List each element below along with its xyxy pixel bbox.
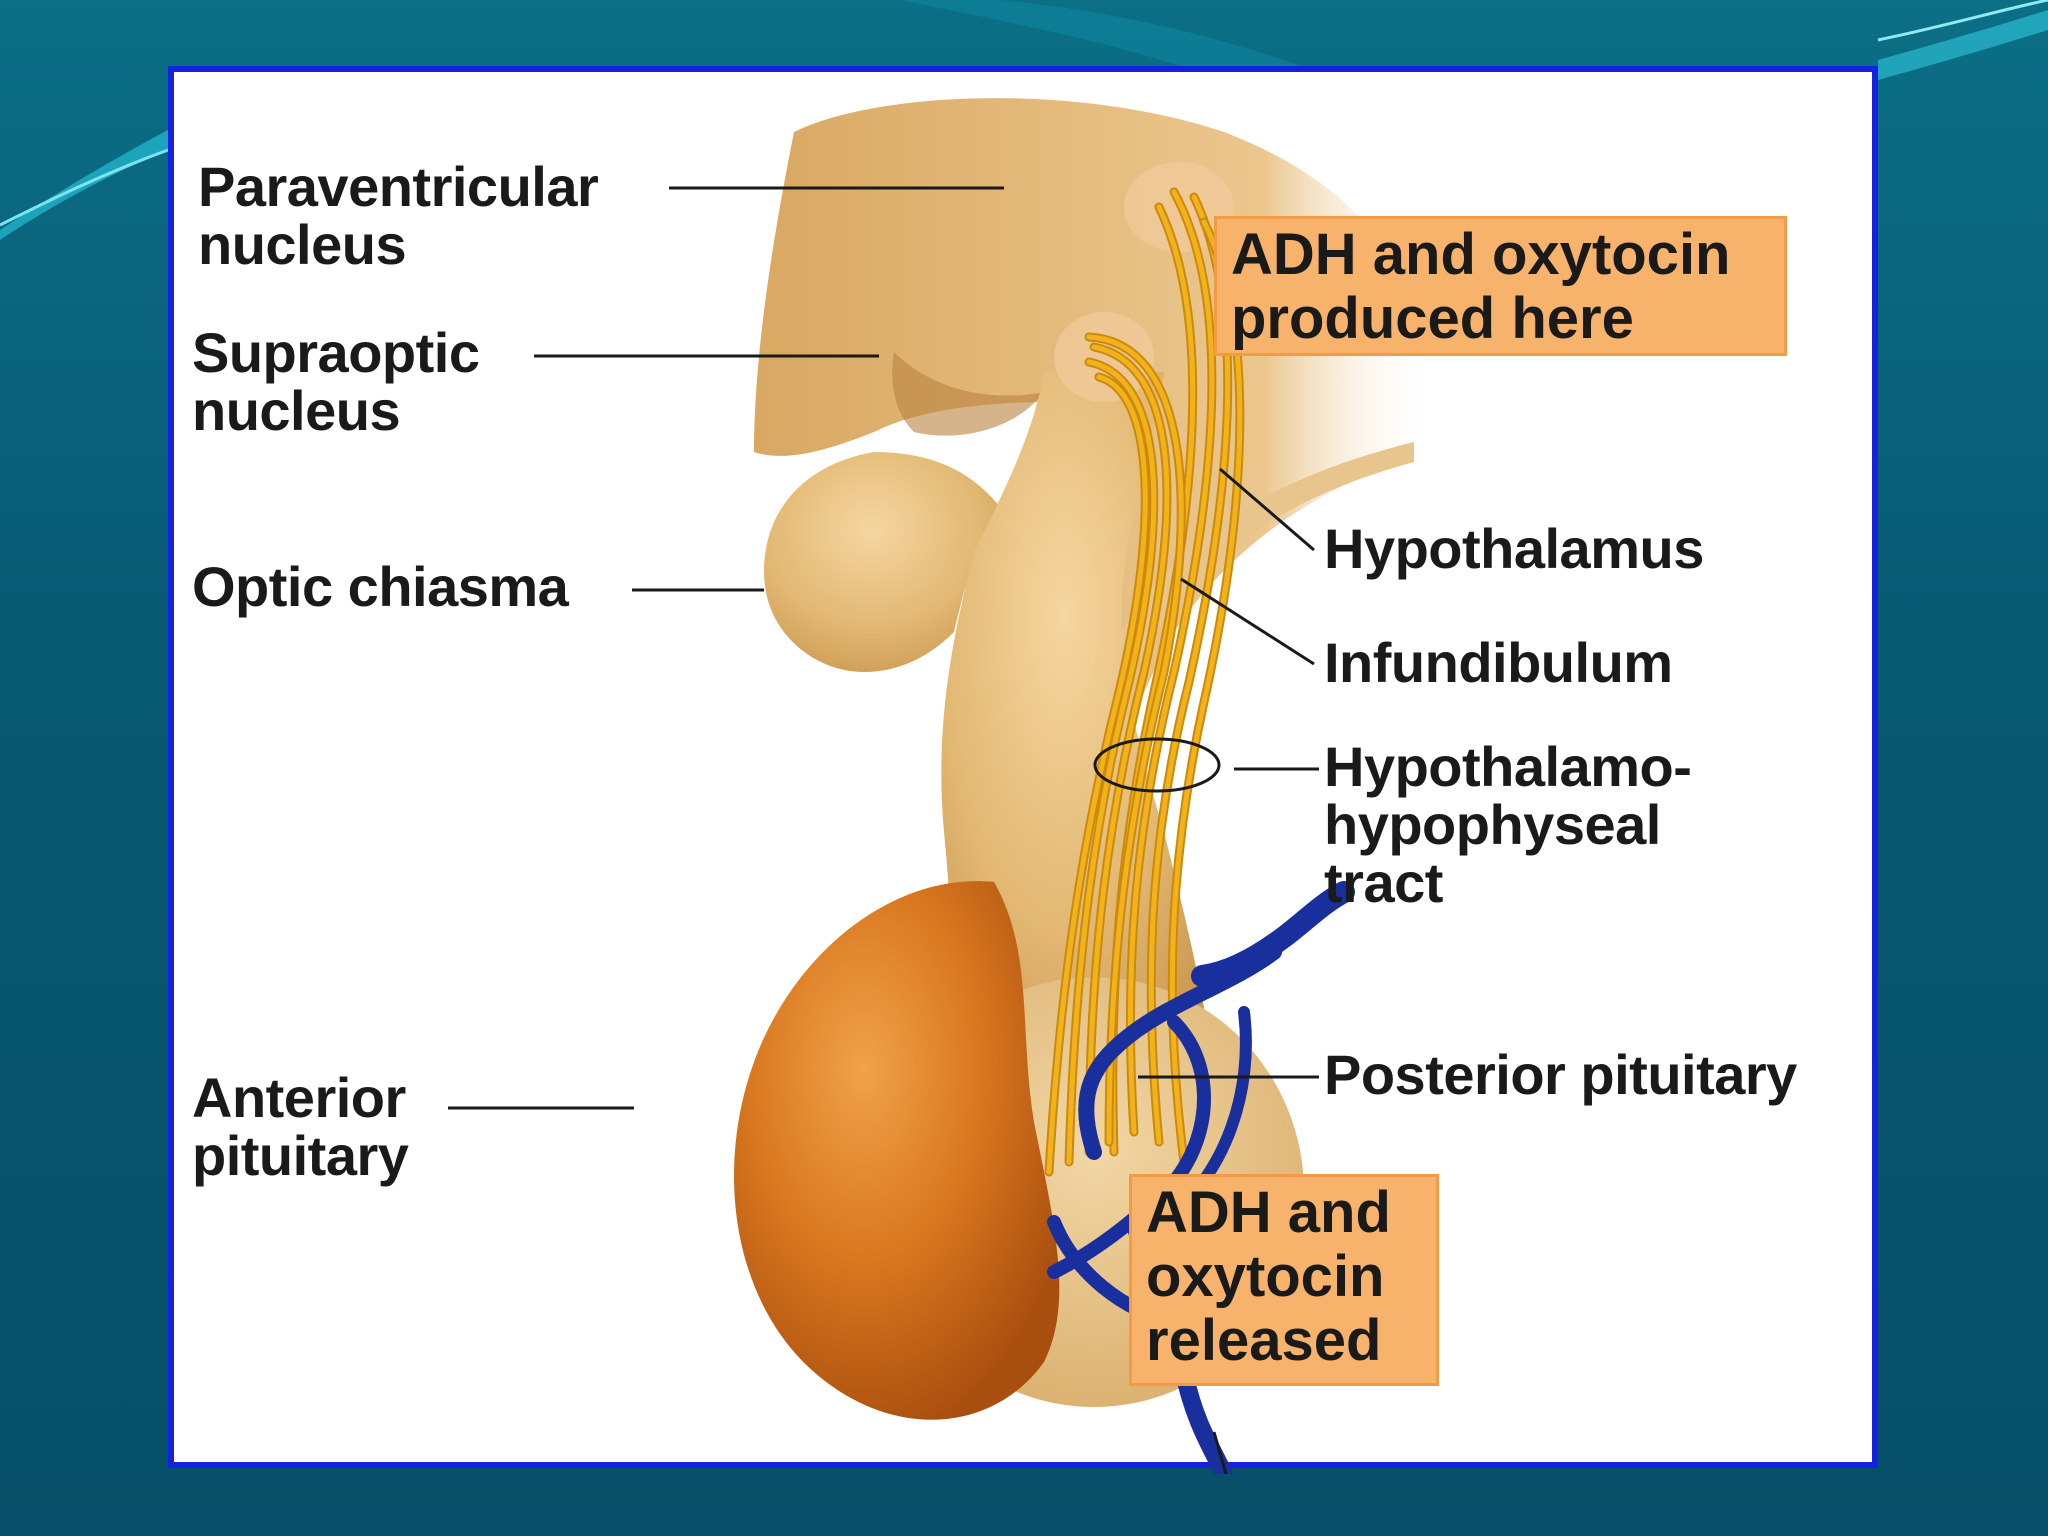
slide-background-swoosh [0,0,2048,240]
label-hypothalamo-hypophyseal-tract: Hypothalamo- hypophyseal tract [1324,735,1692,914]
release-arrow [1212,1431,1228,1474]
tract-ring-marker [1093,737,1221,793]
label-posterior-pituitary: Posterior pituitary [1324,1043,1797,1106]
anterior-pituitary-shape [734,881,1060,1420]
infundibular-stalk [941,372,1214,1072]
optic-chiasma-shape [764,452,1004,672]
label-infundibulum: Infundibulum [1324,631,1673,694]
label-anterior-pituitary: Anterior pituitary [192,1066,409,1187]
label-optic-chiasma: Optic chiasma [192,555,569,618]
leader-lines [448,186,1319,1110]
label-paraventricular-nucleus: Paraventricular nucleus [198,155,599,276]
diagram-frame: Paraventricular nucleus Supraoptic nucle… [168,66,1878,1474]
label-hypothalamus: Hypothalamus [1324,517,1704,580]
label-supraoptic-nucleus: Supraoptic nucleus [192,321,480,442]
callout-produced-here: ADH and oxytocin produced here [1214,216,1787,356]
callout-released: ADH and oxytocin released [1129,1174,1439,1386]
pituitary-illustration [448,98,1435,1474]
supraoptic-nucleus-shape [1054,312,1154,402]
